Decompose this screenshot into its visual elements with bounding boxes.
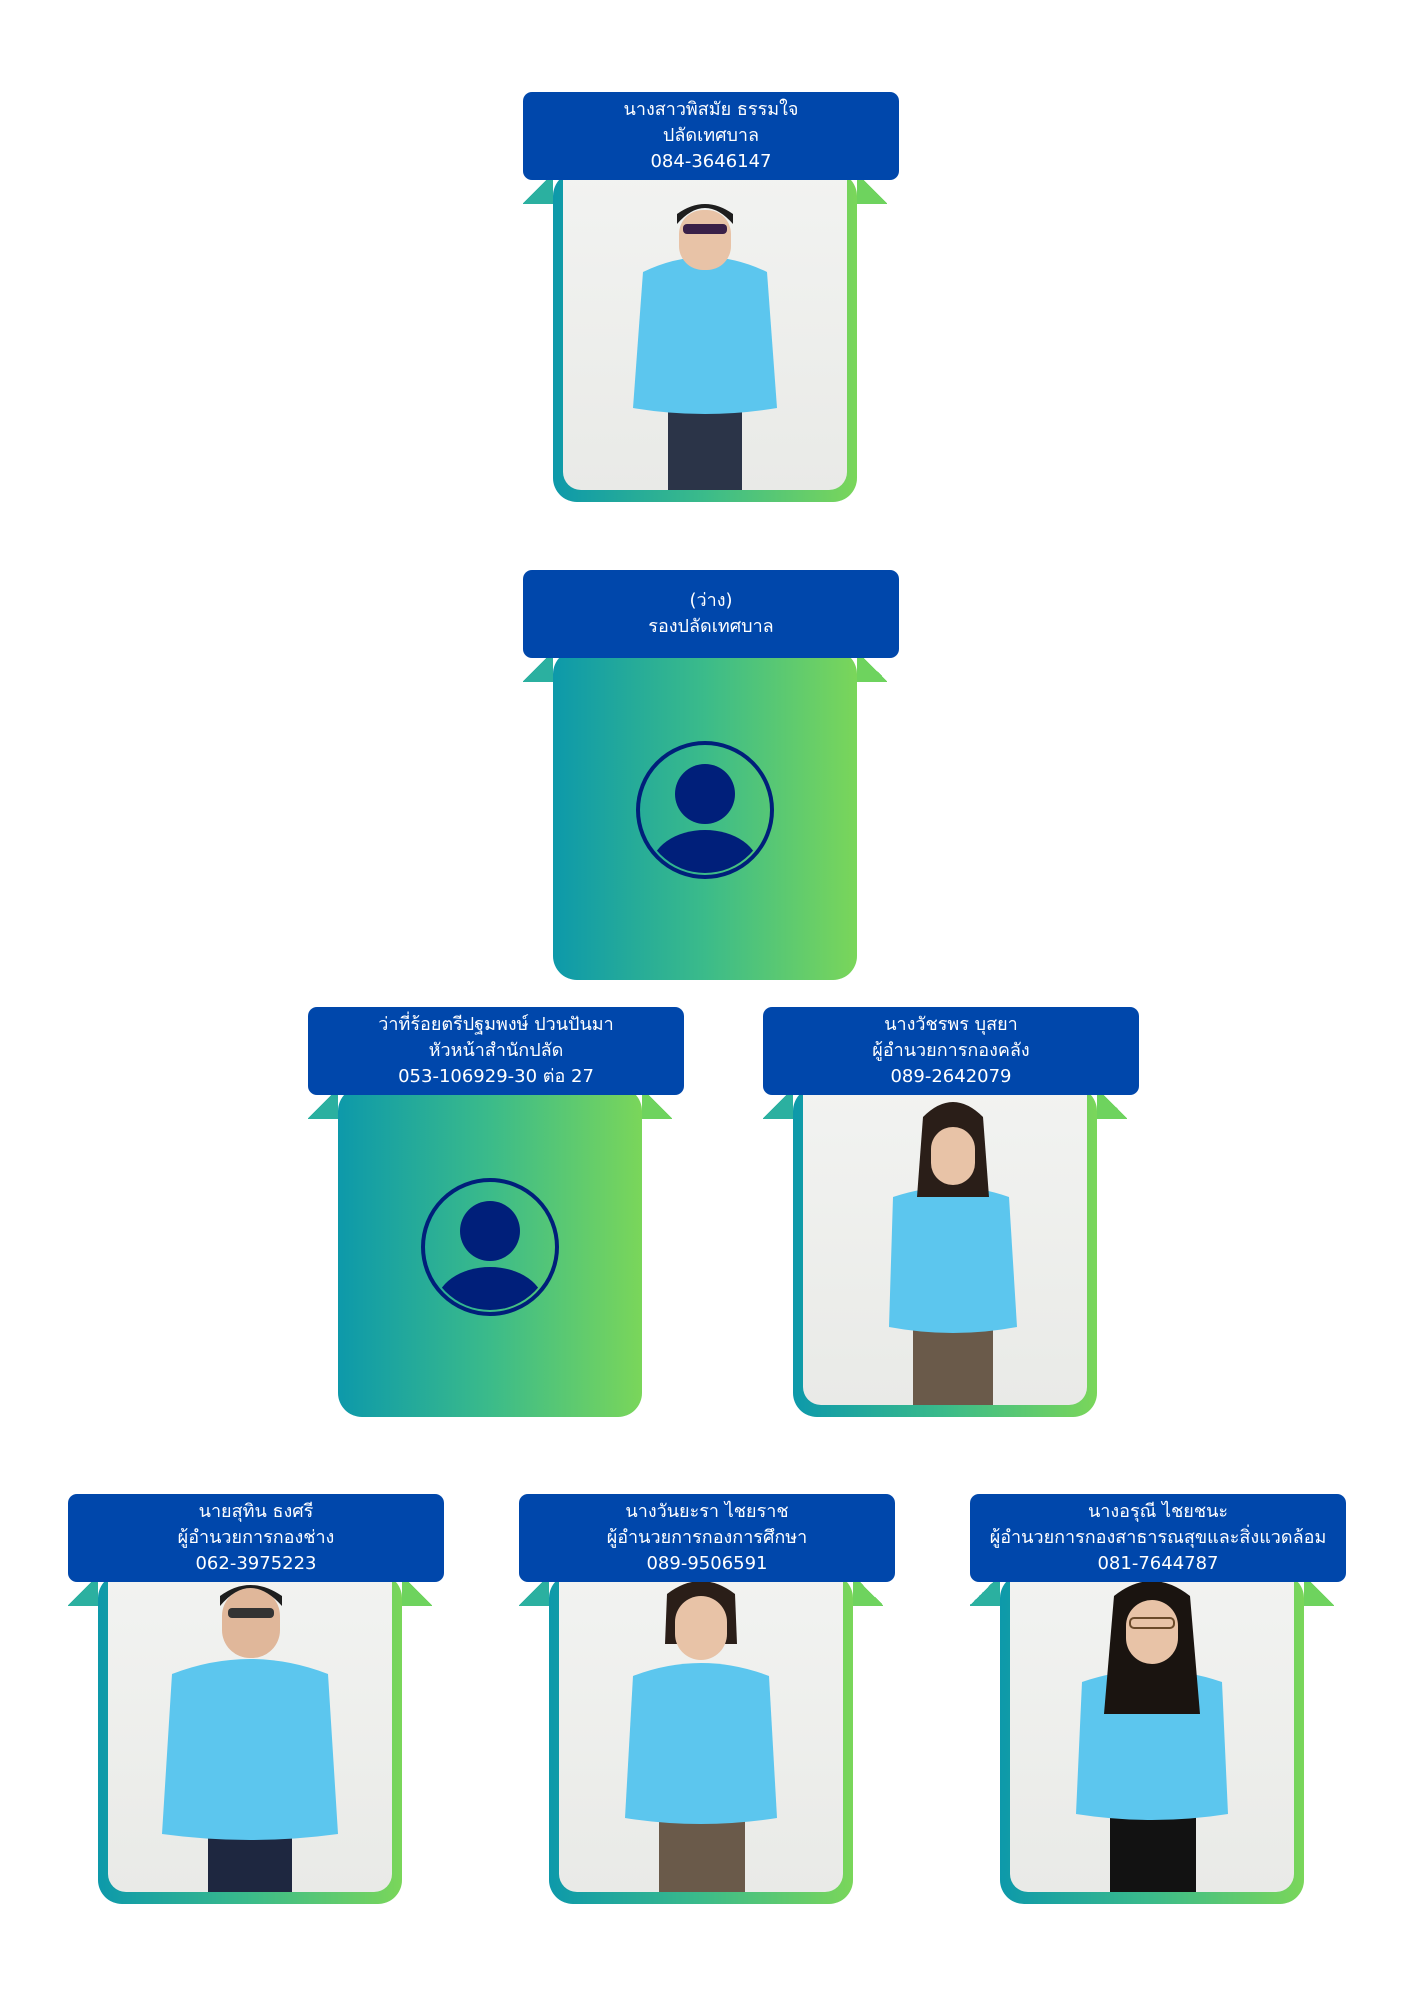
person-name: นางวันยะรา ไชยราช xyxy=(625,1501,789,1522)
card-engineering: นายสุทิน ธงศรี ผู้อำนวยการกองช่าง 062-39… xyxy=(68,1494,444,1904)
person-name: นางวัชรพร บุสยา xyxy=(884,1014,1018,1035)
person-name: (ว่าง) xyxy=(689,590,733,611)
person-position: ผู้อำนวยการกองช่าง xyxy=(177,1527,335,1548)
card-deputy: (ว่าง) รองปลัดเทศบาล xyxy=(523,570,899,980)
person-figure xyxy=(625,1581,777,1892)
person-position: ผู้อำนวยการกองคลัง xyxy=(872,1040,1030,1061)
person-phone: 089-9506591 xyxy=(646,1553,768,1574)
card-header: นางวันยะรา ไชยราช ผู้อำนวยการกองการศึกษา… xyxy=(519,1494,895,1582)
person-figure xyxy=(162,1585,338,1892)
person-position: ผู้อำนวยการกองสาธารณสุขและสิ่งแวดล้อม xyxy=(989,1527,1327,1548)
card-public-health: นางอรุณี ไชยชนะ ผู้อำนวยการกองสาธารณสุขแ… xyxy=(970,1494,1346,1904)
card-header: นางวัชรพร บุสยา ผู้อำนวยการกองคลัง 089-2… xyxy=(763,1007,1139,1095)
person-photo xyxy=(1010,1574,1294,1892)
person-name: นางสาวพิสมัย ธรรมใจ xyxy=(623,99,799,120)
person-phone: 089-2642079 xyxy=(890,1066,1012,1087)
person-name: นายสุทิน ธงศรี xyxy=(198,1501,314,1522)
card-finance: นางวัชรพร บุสยา ผู้อำนวยการกองคลัง 089-2… xyxy=(763,1007,1139,1417)
person-figure xyxy=(1076,1581,1228,1892)
card-office-head: ว่าที่ร้อยตรีปฐมพงษ์ ปวนปันมา หัวหน้าสำน… xyxy=(308,1007,684,1417)
person-figure xyxy=(633,204,777,490)
card-header: นายสุทิน ธงศรี ผู้อำนวยการกองช่าง 062-39… xyxy=(68,1494,444,1582)
person-name: ว่าที่ร้อยตรีปฐมพงษ์ ปวนปันมา xyxy=(378,1014,614,1035)
card-header: (ว่าง) รองปลัดเทศบาล xyxy=(523,570,899,658)
person-position: ปลัดเทศบาล xyxy=(662,125,760,146)
person-position: หัวหน้าสำนักปลัด xyxy=(428,1040,564,1061)
person-position: รองปลัดเทศบาล xyxy=(648,616,774,637)
card-chief: นางสาวพิสมัย ธรรมใจ ปลัดเทศบาล 084-36461… xyxy=(523,92,899,502)
person-phone: 053-106929-30 ต่อ 27 xyxy=(398,1066,594,1087)
person-position: ผู้อำนวยการกองการศึกษา xyxy=(606,1527,808,1548)
card-header: นางสาวพิสมัย ธรรมใจ ปลัดเทศบาล 084-36461… xyxy=(523,92,899,180)
person-phone: 081-7644787 xyxy=(1097,1553,1219,1574)
person-photo xyxy=(559,1574,843,1892)
card-header: ว่าที่ร้อยตรีปฐมพงษ์ ปวนปันมา หัวหน้าสำน… xyxy=(308,1007,684,1095)
card-header: นางอรุณี ไชยชนะ ผู้อำนวยการกองสาธารณสุขแ… xyxy=(970,1494,1346,1582)
user-circle-icon xyxy=(420,1177,560,1317)
person-name: นางอรุณี ไชยชนะ xyxy=(1087,1501,1229,1522)
person-phone: 062-3975223 xyxy=(195,1553,317,1574)
person-figure xyxy=(889,1102,1017,1405)
person-photo xyxy=(108,1574,392,1892)
card-education: นางวันยะรา ไชยราช ผู้อำนวยการกองการศึกษา… xyxy=(519,1494,895,1904)
person-photo xyxy=(803,1087,1087,1405)
user-circle-icon xyxy=(635,740,775,880)
person-phone: 084-3646147 xyxy=(650,151,772,172)
person-photo xyxy=(563,172,847,490)
